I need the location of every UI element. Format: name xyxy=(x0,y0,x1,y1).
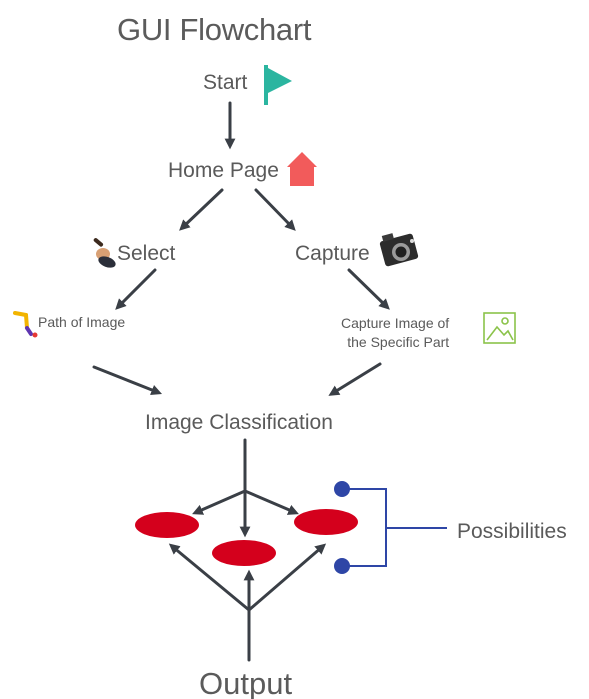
node-capture-image-label: Capture Image of the Specific Part xyxy=(341,314,449,352)
possibilities-bracket xyxy=(342,488,447,567)
path-icon xyxy=(13,311,38,338)
arrow-home-to-select xyxy=(179,188,224,231)
diagram-title: GUI Flowchart xyxy=(117,12,312,47)
node-start-label: Start xyxy=(203,71,248,94)
possibilities-label: Possibilities xyxy=(457,520,567,543)
camera-icon xyxy=(379,233,419,267)
possibility-dot-bottom xyxy=(334,558,350,574)
node-path-of-image-label: Path of Image xyxy=(38,314,126,330)
node-select-label: Select xyxy=(117,242,176,265)
arrow-capture-to-captureimage xyxy=(347,268,390,310)
image-icon xyxy=(483,312,516,344)
flag-icon xyxy=(264,65,292,105)
pointing-hand-icon xyxy=(93,238,116,268)
arrow-home-to-capture xyxy=(254,188,296,231)
possibility-dot-top xyxy=(334,481,350,497)
capture-image-line-2: the Specific Part xyxy=(347,334,450,350)
arrow-output-to-left-outcome xyxy=(168,543,251,612)
capture-image-line-1: Capture Image of xyxy=(341,315,450,331)
outcome-ellipse-middle xyxy=(212,540,276,566)
node-home-page-label: Home Page xyxy=(168,159,279,182)
node-image-classification-label: Image Classification xyxy=(145,411,333,434)
arrow-captureimage-to-classification xyxy=(328,362,382,396)
arrow-path-to-classification xyxy=(92,365,163,396)
arrow-classification-to-left-outcome xyxy=(192,489,247,515)
outcome-ellipse-left xyxy=(135,512,199,538)
arrow-output-to-right-outcome xyxy=(247,543,327,612)
arrow-select-to-path xyxy=(115,268,157,310)
node-capture-label: Capture xyxy=(295,242,370,265)
arrow-classification-to-right-outcome xyxy=(243,489,299,515)
house-icon xyxy=(287,152,317,186)
node-output-label: Output xyxy=(199,666,293,699)
outcome-ellipse-right xyxy=(294,509,358,535)
